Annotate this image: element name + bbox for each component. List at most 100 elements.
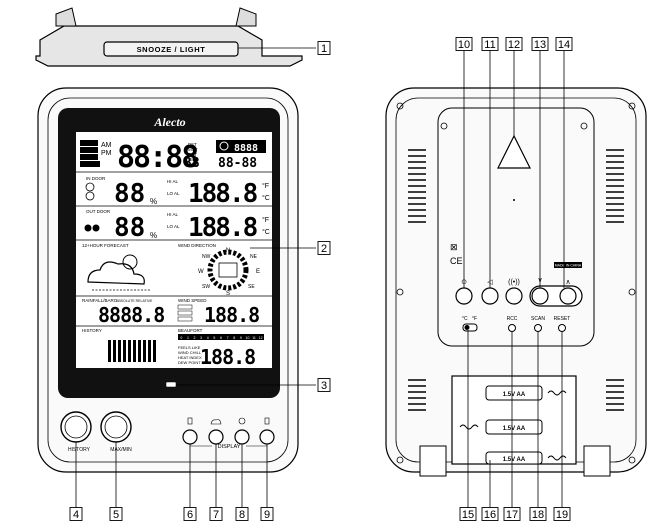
compass-rose: N NE E SE S SW W NW (198, 248, 260, 297)
svg-text:4: 4 (73, 509, 79, 521)
lcd-tz-3: EST (188, 157, 197, 162)
svg-text:2: 2 (321, 243, 327, 255)
lcd-deg-f-out: °F (262, 216, 269, 224)
callout-1: 1 (317, 41, 331, 55)
svg-text:13: 13 (534, 39, 546, 51)
display-button-1[interactable] (182, 429, 198, 445)
lcd-rain-label: RAINFALL/BARO (82, 298, 118, 303)
lcd-feels-like: FEELS LIKE (178, 345, 201, 350)
compass-e: E (256, 269, 260, 275)
svg-text:14: 14 (558, 39, 570, 51)
back-button-sound[interactable] (481, 287, 499, 305)
callout-15: 15 (459, 507, 477, 521)
screw-icon (628, 456, 636, 464)
reset-button[interactable] (558, 324, 566, 332)
lcd-indoor-label: IN DOOR (86, 176, 106, 181)
back-button-alarm[interactable] (455, 287, 473, 305)
callout-18: 18 (529, 507, 547, 521)
compass-ne: NE (250, 254, 258, 260)
label-scan: SCAN (531, 316, 545, 322)
svg-text:12: 12 (508, 39, 520, 51)
light-sensor (165, 381, 177, 388)
lcd-lo-al-in: LO AL (167, 191, 180, 196)
lcd-rain-wind-row: RAINFALL/BARO ABSOLUTE RELATIVE 8888.8 W… (82, 298, 260, 327)
callout-3: 3 (317, 378, 331, 392)
lcd-beaufort-label: BEAUFORT (178, 328, 203, 333)
svg-text:8: 8 (239, 509, 245, 521)
lcd-am: AM (101, 142, 112, 149)
beaufort-cell: 2 (194, 336, 196, 340)
svg-text:5: 5 (113, 509, 119, 521)
display-button-3[interactable] (234, 429, 250, 445)
beaufort-cell: 6 (220, 336, 222, 340)
lcd-deg-f-in: °F (262, 182, 269, 190)
lcd-dew-point: DEW POINT (178, 360, 201, 365)
lcd-seconds: 88 (184, 156, 200, 171)
screw-icon (628, 288, 636, 296)
wall-hanger-slot (497, 134, 531, 169)
beaufort-cell: 5 (213, 336, 215, 340)
label-deg-c: °C (462, 316, 468, 322)
callout-13: 13 (531, 37, 549, 51)
chevron-up-icon: ∧ (565, 279, 570, 286)
recycle-bin-icon: ⊠ (450, 242, 458, 252)
stand-foot-left (419, 445, 447, 477)
lcd-outdoor-label: OUT DOOR (86, 209, 111, 214)
display-button-4[interactable] (259, 429, 275, 445)
compass-n: N (226, 248, 230, 254)
rain-icon (264, 417, 270, 425)
maxmin-button-label: MAX/MIN (110, 447, 132, 453)
callout-12: 12 (505, 37, 523, 51)
wind-icon (238, 417, 246, 425)
svg-text:15: 15 (462, 509, 474, 521)
snooze-light-bar[interactable] (103, 41, 239, 57)
lcd-bottom-value: 188.8 (200, 345, 255, 369)
lcd-lo-al-out: LO AL (167, 224, 180, 229)
scan-button[interactable] (534, 324, 542, 332)
beaufort-cell: 3 (200, 336, 202, 340)
rcc-button[interactable] (508, 324, 516, 332)
back-button-up[interactable] (559, 287, 577, 305)
lcd-forecast-row: 12+HOUR FORECAST WIND DIRECTION (82, 243, 216, 291)
signal-icon: ((•)) (508, 279, 520, 286)
ce-mark-icon: CE (450, 256, 463, 266)
lcd-wind-dir-label: WIND DIRECTION (178, 243, 216, 248)
lcd-rain-value: 8888.8 (98, 303, 164, 327)
lcd-temp-out: 188.8 (188, 213, 258, 243)
spring-icon (547, 390, 567, 396)
lcd-indoor-row: IN DOOR 88 % HI AL LO AL 188.8 °F °C (85, 176, 270, 209)
battery-3: 1.5V AA (485, 451, 543, 465)
lcd-percent-in: % (150, 197, 157, 206)
lcd-time-row: AM PM 88:88 88 PST MST CST EST 8888 88-8… (80, 140, 266, 175)
lcd-tz-1: MST (188, 147, 198, 152)
front-unit: Alecto AM PM 88:88 88 PST MST CST EST 88… (37, 87, 299, 473)
back-button-down[interactable] (531, 287, 549, 305)
callout-7: 7 (209, 507, 223, 521)
lcd-hi-al-in: HI AL (167, 179, 179, 184)
beaufort-cell: 9 (240, 336, 242, 340)
lcd-abs-rel: ABSOLUTE RELATIVE (116, 299, 153, 303)
top-view: SNOOZE / LIGHT (35, 7, 316, 67)
lcd-wind-speed-label: WIND SPEED (178, 298, 207, 303)
cloud-small-icon (210, 419, 222, 425)
callout-17: 17 (503, 507, 521, 521)
spring-icon (459, 424, 479, 430)
back-button-signal[interactable] (505, 287, 523, 305)
lcd-wind-chill: WIND CHILL (178, 350, 202, 355)
leader-lines (75, 48, 565, 508)
lcd-humidity-out: 88 (114, 213, 145, 243)
maxmin-button[interactable] (100, 411, 132, 443)
screw-icon (396, 288, 404, 296)
label-rcc: RCC (507, 316, 518, 322)
display-button-2[interactable] (208, 429, 224, 445)
lcd-screen (76, 132, 272, 368)
screw-icon (628, 102, 636, 110)
history-button[interactable] (60, 411, 92, 443)
lcd-hi-al-out: HI AL (167, 212, 179, 217)
battery-label: 1.5V AA (503, 426, 526, 432)
lcd-tz-0: PST (188, 142, 197, 147)
callout-4: 4 (69, 507, 83, 521)
callout-10: 10 (455, 37, 473, 51)
snooze-light-label: SNOOZE / LIGHT (137, 45, 206, 54)
